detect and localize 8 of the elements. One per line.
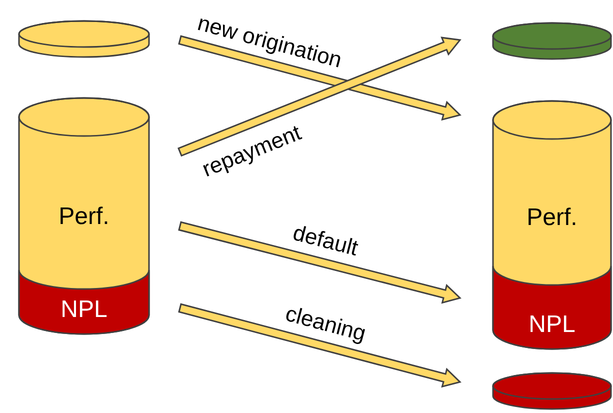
block-arrow <box>178 221 462 304</box>
block-arrow <box>178 35 462 121</box>
segment-label: NPL <box>528 310 576 340</box>
segment-label: Perf. <box>58 202 110 232</box>
block-arrow <box>178 303 462 388</box>
segment-label: NPL <box>60 295 108 325</box>
segment-label: Perf. <box>526 203 578 233</box>
block-arrow <box>178 36 462 157</box>
